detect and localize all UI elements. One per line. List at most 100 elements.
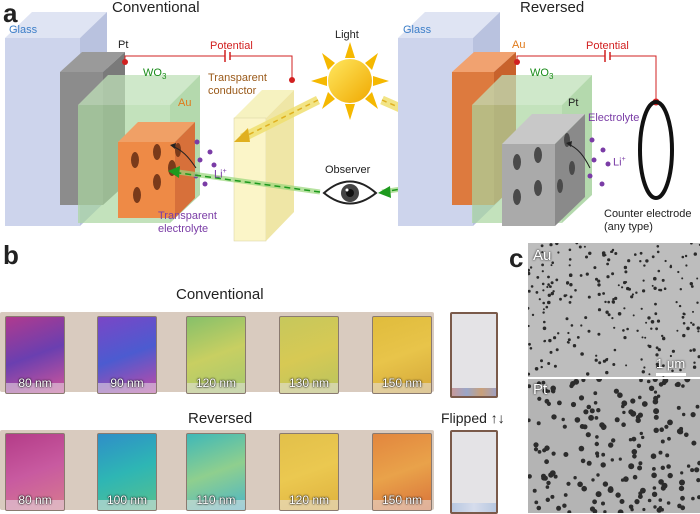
sem-pore bbox=[642, 336, 644, 338]
sem-pore bbox=[632, 454, 637, 459]
rev-pt-label: Pt bbox=[568, 97, 578, 110]
panel-c-letter: c bbox=[509, 245, 523, 271]
sem-pore bbox=[628, 409, 633, 414]
sem-pore bbox=[634, 499, 639, 504]
sem-pore bbox=[544, 340, 546, 342]
sem-pore bbox=[530, 347, 533, 350]
sem-pt-label: Pt bbox=[533, 381, 547, 398]
sem-pore bbox=[588, 296, 591, 299]
observer-label: Observer bbox=[325, 164, 370, 177]
sem-pore bbox=[570, 296, 573, 299]
sem-pore bbox=[552, 290, 554, 292]
conv-li-text: Li bbox=[214, 169, 223, 181]
sem-pore bbox=[618, 312, 622, 316]
sem-pore bbox=[579, 446, 585, 452]
conv-wo3-sub: 3 bbox=[162, 72, 166, 81]
sem-pore bbox=[682, 413, 685, 416]
sem-pore bbox=[665, 260, 667, 262]
reversed-sample-3: 110 nm bbox=[186, 433, 246, 511]
sem-pore bbox=[542, 302, 545, 305]
sem-pore bbox=[528, 269, 530, 272]
sem-pore bbox=[662, 337, 665, 340]
conv-electrolyte-line-2: electrolyte bbox=[158, 223, 217, 236]
sem-pore bbox=[569, 264, 571, 266]
sem-pore bbox=[554, 365, 557, 368]
sem-pore bbox=[658, 479, 664, 485]
sem-pore bbox=[677, 271, 679, 273]
sem-pore bbox=[596, 491, 602, 497]
sem-pore bbox=[655, 327, 658, 330]
sem-pore bbox=[536, 291, 539, 294]
sem-pore bbox=[636, 418, 641, 423]
flipped-label: Flipped ↑↓ bbox=[441, 410, 505, 426]
sem-pore bbox=[546, 286, 548, 288]
sem-pore bbox=[586, 432, 591, 437]
sem-pore bbox=[553, 336, 556, 339]
sem-pore bbox=[640, 252, 643, 255]
sem-pore bbox=[563, 452, 568, 457]
sem-pore bbox=[628, 463, 634, 469]
sem-pore bbox=[638, 461, 642, 465]
sem-pore bbox=[697, 330, 699, 332]
sem-pore bbox=[549, 285, 552, 288]
sem-pore bbox=[528, 307, 529, 310]
sem-pore bbox=[651, 453, 657, 459]
sem-pore bbox=[683, 322, 686, 325]
sem-pore bbox=[638, 494, 643, 499]
panel-b-letter: b bbox=[3, 242, 19, 268]
reversed-sample-label: 150 nm bbox=[373, 493, 431, 507]
reversed-sample-4: 120 nm bbox=[279, 433, 339, 511]
sem-pore bbox=[624, 270, 627, 273]
sem-pore bbox=[571, 402, 576, 407]
sem-pore bbox=[588, 415, 594, 421]
rev-li-sup: + bbox=[622, 156, 626, 163]
sem-pore bbox=[614, 252, 617, 255]
sem-pore bbox=[533, 442, 538, 447]
sem-pore bbox=[687, 464, 690, 467]
sem-pore bbox=[643, 280, 645, 282]
sem-pore bbox=[549, 243, 552, 246]
sem-pore bbox=[568, 338, 571, 341]
sem-pore bbox=[528, 418, 531, 422]
sem-pore bbox=[682, 316, 685, 319]
sem-pore bbox=[537, 421, 541, 425]
sem-pore bbox=[552, 452, 556, 456]
sem-pore bbox=[661, 440, 665, 444]
sem-pore bbox=[596, 379, 602, 382]
sem-pore bbox=[691, 412, 696, 417]
sem-pore bbox=[676, 330, 678, 332]
sem-pore bbox=[595, 278, 598, 281]
sem-pore bbox=[532, 314, 534, 316]
sem-pore bbox=[590, 408, 595, 413]
sem-pore bbox=[539, 298, 541, 300]
sem-pore bbox=[581, 379, 585, 382]
sem-pore bbox=[622, 329, 625, 332]
sem-pore bbox=[602, 292, 605, 295]
sem-pore bbox=[567, 332, 569, 334]
sem-pore bbox=[528, 272, 530, 276]
sem-pore bbox=[630, 398, 635, 403]
sem-pore bbox=[606, 358, 608, 360]
sem-pore bbox=[584, 316, 587, 319]
counter-electrode-line-2: (any type) bbox=[604, 221, 691, 234]
rev-glass-label: Glass bbox=[403, 24, 431, 37]
conventional-sample-1: 80 nm bbox=[5, 316, 65, 394]
sem-pore bbox=[640, 432, 643, 435]
sem-pore bbox=[566, 482, 570, 486]
sem-pore bbox=[614, 389, 619, 394]
sem-pore bbox=[546, 498, 550, 502]
sem-pore bbox=[533, 489, 537, 493]
sem-pore bbox=[659, 506, 662, 509]
panel-b-conventional-title: Conventional bbox=[176, 286, 264, 303]
sun-icon bbox=[311, 42, 389, 120]
sem-pore bbox=[580, 274, 583, 277]
sem-pore bbox=[528, 384, 531, 388]
sem-pore bbox=[691, 285, 694, 288]
sem-pore bbox=[528, 325, 530, 327]
sem-pore bbox=[653, 277, 657, 281]
light-label: Light bbox=[335, 29, 359, 42]
sem-pore bbox=[668, 473, 673, 478]
sem-pore bbox=[605, 311, 608, 314]
sem-pore bbox=[586, 273, 589, 276]
rev-li-label: Li+ bbox=[613, 153, 626, 170]
